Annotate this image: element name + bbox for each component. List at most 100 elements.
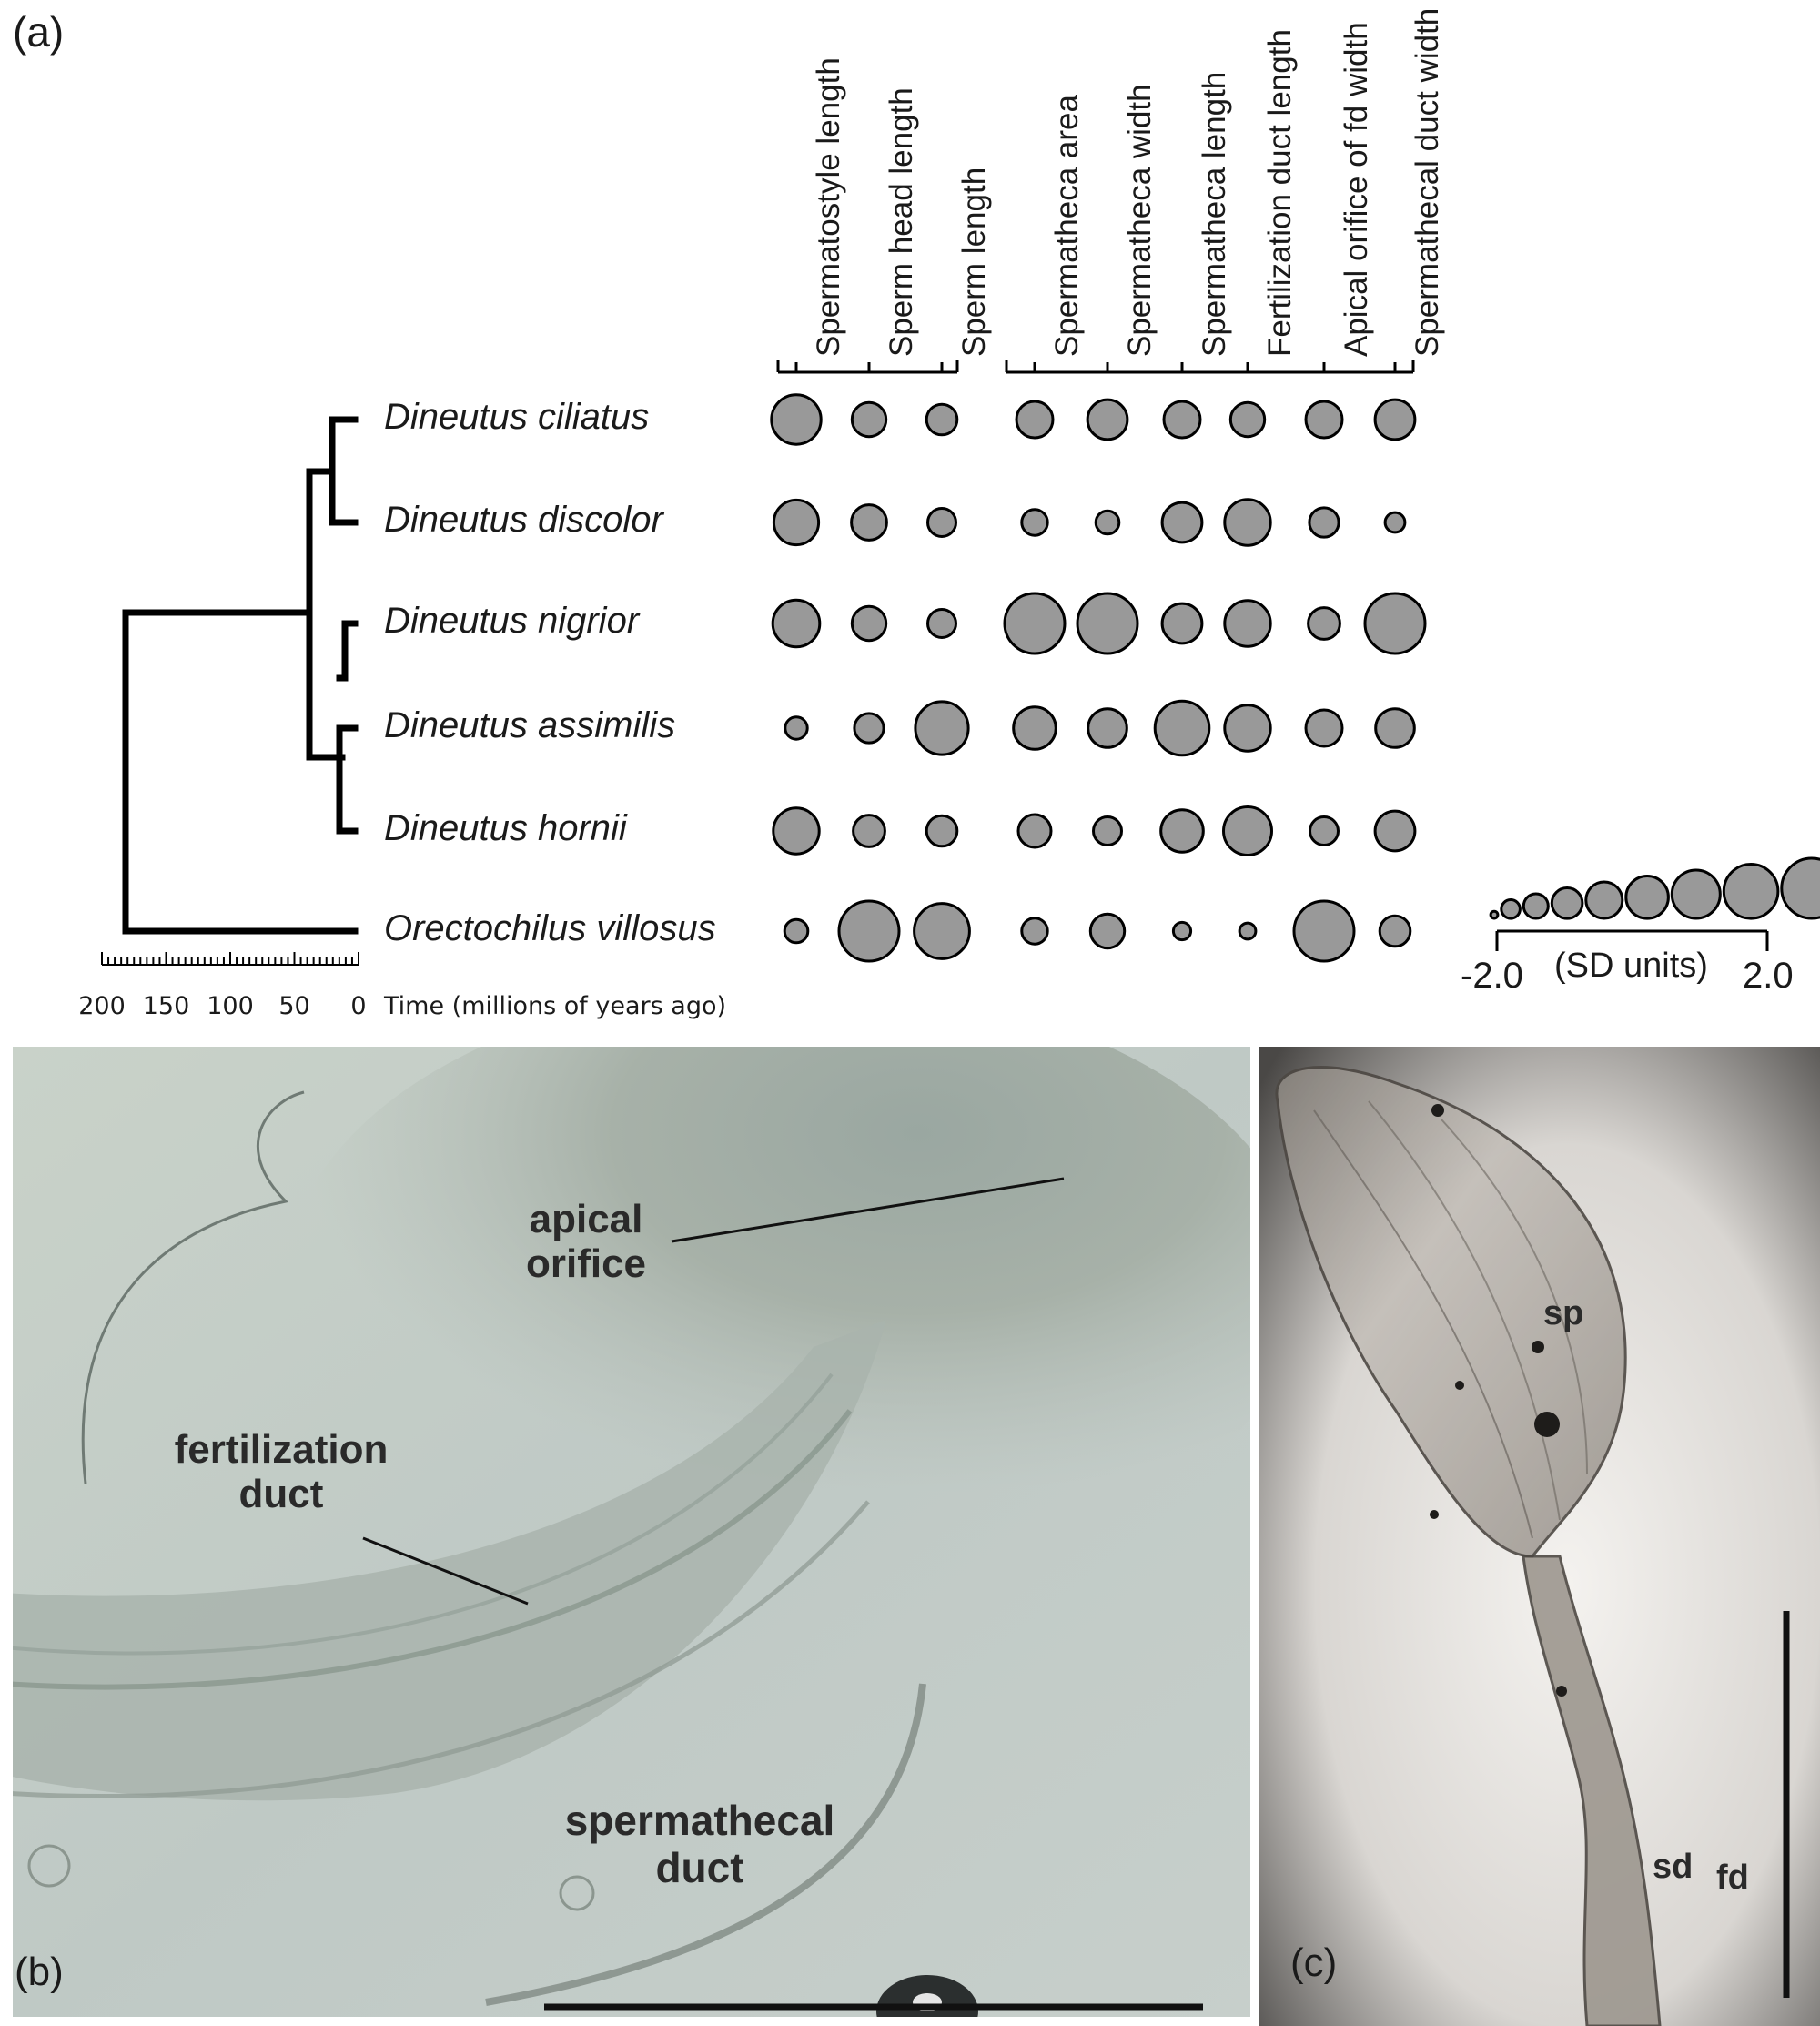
trait-header-1: Sperm head length	[884, 87, 919, 357]
bubble-dineutus-ciliatus-3	[1015, 400, 1055, 440]
bubble-orectochilus-villosus-4	[1088, 912, 1127, 950]
legend-bubble-5	[1624, 875, 1670, 920]
legend-min-label: -2.0	[1461, 956, 1523, 996]
bubble-dineutus-nigrior-6	[1223, 599, 1272, 648]
bubble-dineutus-assimilis-5	[1153, 699, 1211, 757]
bubble-dineutus-hornii-8	[1373, 809, 1417, 853]
species-label-2: Dineutus nigrior	[384, 601, 640, 641]
panel-b-image	[13, 1047, 1250, 2017]
bubble-dineutus-ciliatus-7	[1304, 400, 1344, 440]
bubble-dineutus-discolor-2	[926, 507, 957, 538]
duct	[1522, 1555, 1662, 2026]
bubble-dineutus-hornii-7	[1309, 815, 1340, 846]
bubble-orectochilus-villosus-0	[783, 917, 810, 945]
bubble-dineutus-nigrior-8	[1363, 592, 1427, 655]
bubble-dineutus-nigrior-4	[1076, 592, 1139, 655]
legend-bubble-8	[1780, 856, 1820, 920]
bubble-dineutus-ciliatus-0	[770, 393, 823, 446]
legend-bubble-2	[1522, 892, 1550, 920]
trait-header-2: Sperm length	[956, 167, 992, 357]
bubble-dineutus-discolor-3	[1020, 508, 1049, 537]
bubble-dineutus-hornii-3	[1016, 813, 1053, 849]
bubble-dineutus-assimilis-4	[1087, 707, 1128, 749]
bubble-dineutus-nigrior-3	[1003, 592, 1067, 655]
legend-bubble-3	[1550, 886, 1584, 920]
bubble-dineutus-assimilis-7	[1304, 708, 1344, 748]
bubble-dineutus-ciliatus-4	[1086, 398, 1129, 441]
trait-header-7: Apical orifice of fd width	[1339, 22, 1374, 357]
bubble-dineutus-nigrior-7	[1307, 606, 1341, 641]
label-apical-orifice: apical orifice	[525, 1197, 647, 1287]
bubble-dineutus-discolor-6	[1223, 498, 1272, 547]
panel-c-image	[1259, 1047, 1820, 2026]
spermatheca-sac	[1275, 1066, 1627, 1558]
bubble-dineutus-nigrior-5	[1160, 602, 1204, 645]
bubble-dineutus-assimilis-0	[784, 715, 809, 741]
panel-b-label: (b)	[15, 1950, 64, 1994]
trait-header-4: Spermatheca width	[1122, 84, 1158, 357]
species-label-5: Orectochilus villosus	[384, 908, 716, 948]
time-tick-label-150: 150	[142, 992, 190, 1020]
size-legend	[1489, 856, 1820, 951]
panel-a-label: (a)	[13, 8, 65, 56]
bubble-dineutus-assimilis-6	[1223, 704, 1272, 753]
bubble-dineutus-ciliatus-2	[925, 402, 959, 437]
legend-bubble-6	[1670, 868, 1722, 920]
bubble-dineutus-hornii-0	[772, 806, 821, 856]
bubble-dineutus-discolor-7	[1308, 506, 1340, 539]
legend-bubble-0	[1489, 909, 1500, 920]
bubble-orectochilus-villosus-6	[1238, 921, 1258, 941]
bubble-dineutus-assimilis-1	[853, 712, 885, 745]
trait-header-8: Spermathecal duct width	[1410, 7, 1445, 357]
bubble-dineutus-hornii-1	[852, 814, 886, 848]
bubble-dineutus-hornii-6	[1222, 805, 1273, 856]
bubble-orectochilus-villosus-5	[1171, 920, 1193, 942]
bubble-dineutus-ciliatus-8	[1373, 398, 1417, 441]
label-spermathecal-duct: spermathecal duct	[564, 1797, 835, 1891]
phylogenetic-tree	[122, 416, 359, 935]
trait-header-6: Fertilization duct length	[1262, 29, 1298, 357]
bubble-dineutus-assimilis-3	[1012, 705, 1057, 751]
label-fertilization-duct: fertilization duct	[174, 1427, 389, 1517]
legend-bubble-7	[1722, 863, 1780, 920]
trait-header-0: Spermatostyle length	[811, 57, 846, 357]
panel-a: (a) Spermatostyle l	[13, 7, 1820, 1020]
bubble-dineutus-assimilis-8	[1374, 707, 1416, 749]
label-fd: fd	[1716, 1859, 1749, 1897]
time-tick-label-100: 100	[207, 992, 254, 1020]
label-sd: sd	[1653, 1848, 1694, 1886]
bubble-dineutus-discolor-0	[772, 498, 821, 547]
trait-header-3: Spermatheca area	[1049, 95, 1085, 357]
time-axis	[101, 952, 359, 966]
label-sp: sp	[1543, 1294, 1584, 1332]
panel-b-micrograph: apical orifice fertilization duct sperma…	[13, 1047, 1250, 2017]
bubble-dineutus-ciliatus-1	[850, 400, 888, 439]
bubble-dineutus-discolor-1	[850, 503, 888, 542]
pointer-fertilization-duct	[362, 1536, 529, 1606]
bubble-orectochilus-villosus-7	[1292, 899, 1356, 963]
bubble-orectochilus-villosus-3	[1020, 917, 1049, 946]
legend-max-label: 2.0	[1743, 956, 1794, 996]
bubble-dineutus-ciliatus-6	[1228, 400, 1267, 439]
species-label-3: Dineutus assimilis	[384, 705, 676, 745]
panel-c-label: (c)	[1290, 1940, 1338, 1985]
time-tick-label-50: 50	[278, 992, 310, 1020]
bubble-orectochilus-villosus-8	[1378, 914, 1412, 948]
bubble-dineutus-hornii-5	[1159, 808, 1205, 854]
bubble-dineutus-assimilis-2	[914, 700, 970, 756]
bubble-orectochilus-villosus-2	[913, 902, 971, 960]
panel-c-micrograph: sp sd fd (c)	[1259, 1047, 1820, 2026]
species-label-4: Dineutus hornii	[384, 808, 627, 848]
bubble-dineutus-discolor-5	[1160, 501, 1204, 544]
trait-group-brackets	[776, 360, 1415, 374]
legend-bubble-4	[1584, 880, 1624, 920]
bubble-dineutus-nigrior-0	[771, 598, 822, 649]
bubble-dineutus-ciliatus-5	[1162, 400, 1202, 440]
legend-bubble-1	[1500, 898, 1522, 920]
bubble-dineutus-nigrior-1	[850, 604, 888, 643]
pointer-apical-orifice	[671, 1177, 1065, 1243]
bubble-matrix	[770, 393, 1427, 963]
species-label-0: Dineutus ciliatus	[384, 397, 650, 437]
bubble-orectochilus-villosus-1	[837, 899, 901, 963]
time-tick-label-200: 200	[78, 992, 126, 1020]
